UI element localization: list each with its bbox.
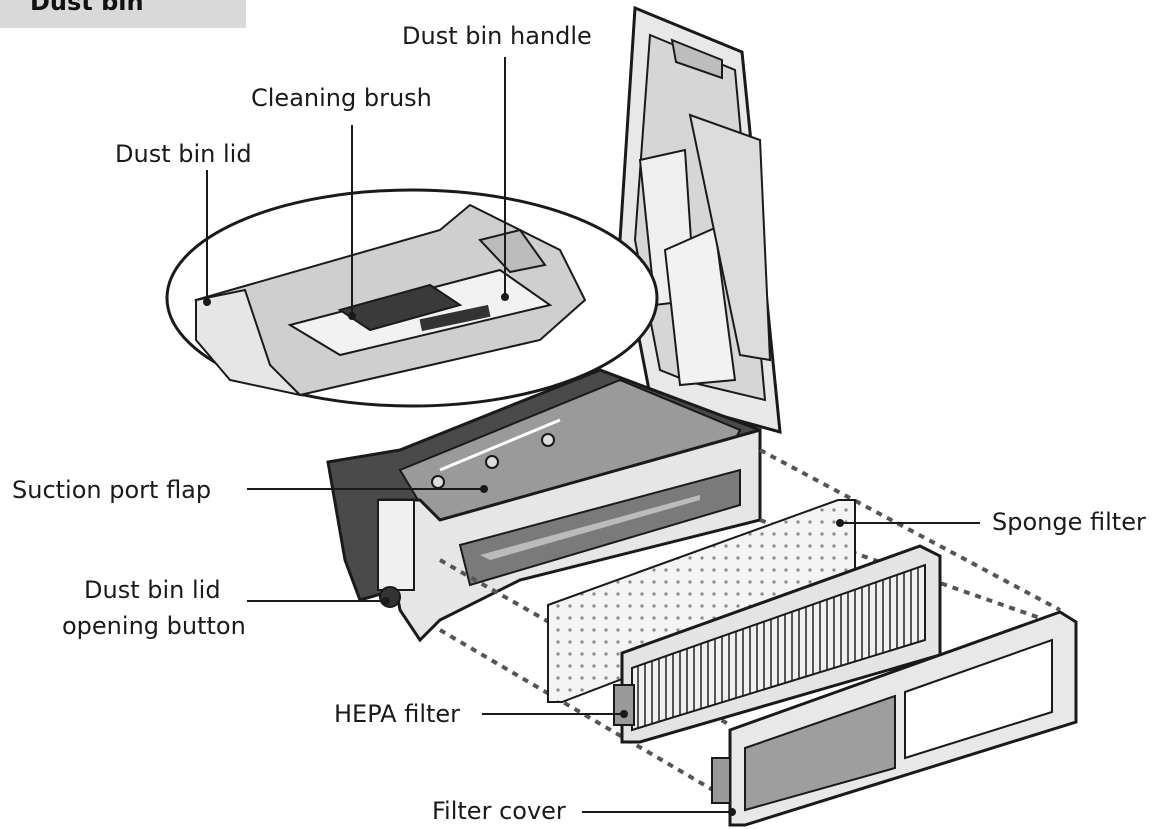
label-lid-opening-line2: opening button [62,612,246,640]
dust-bin-lid-opening-button [377,499,415,591]
leader-lines [206,57,980,813]
lid-closeup-inset [165,188,659,408]
dust-bin-open-lid [618,5,782,435]
label-dust-bin-lid: Dust bin lid [115,140,252,168]
hepa-filter [613,544,942,744]
label-suction-port-flap: Suction port flap [12,476,212,504]
dust-bin-body [326,368,762,643]
label-filter-cover: Filter cover [432,797,566,825]
label-hepa-filter: HEPA filter [334,700,461,728]
label-lid-opening-line1: Dust bin lid [84,576,221,604]
label-cleaning-brush: Cleaning brush [251,84,432,112]
label-dust-bin-handle: Dust bin handle [402,22,592,50]
section-title: Dust bin [30,0,144,16]
filter-cover [711,610,1078,827]
section-header: Dust bin [0,0,246,28]
label-sponge-filter: Sponge filter [992,508,1146,536]
